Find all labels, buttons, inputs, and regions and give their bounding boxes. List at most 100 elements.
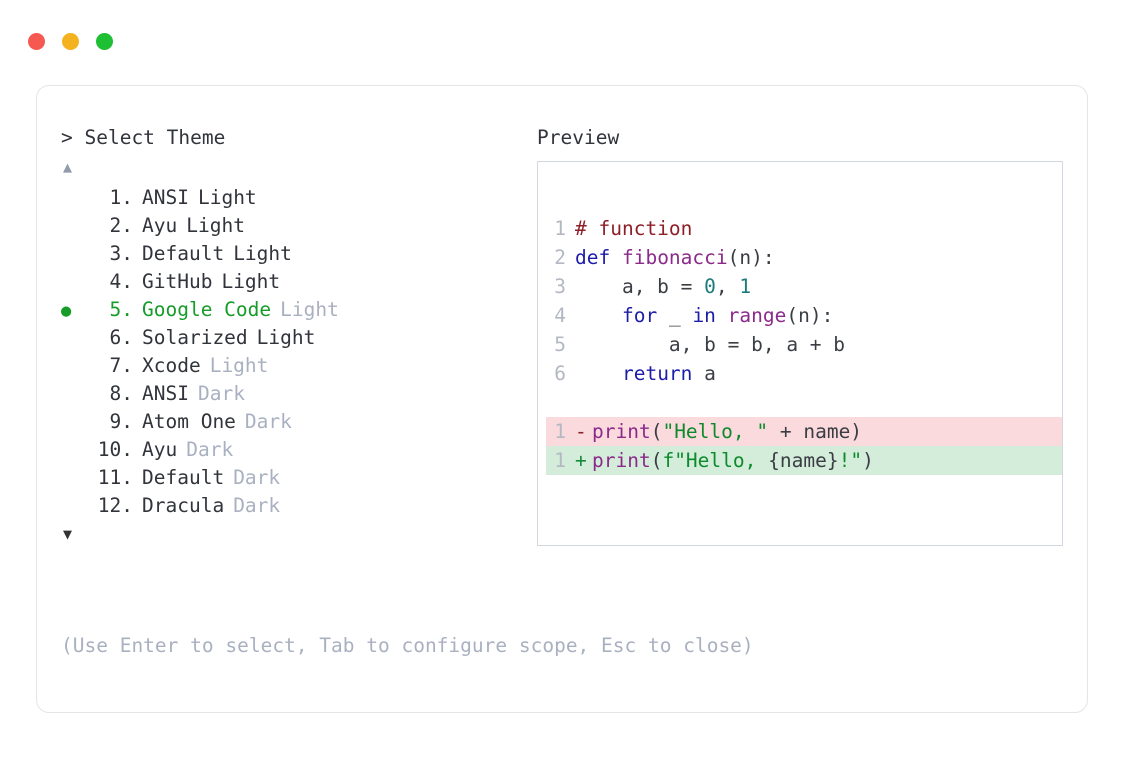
theme-item-index: 2.	[109, 214, 133, 237]
theme-list-item[interactable]: ● 2. Ayu Light	[61, 212, 531, 240]
code-token-plain	[716, 304, 728, 327]
theme-item-variant: Light	[280, 298, 339, 321]
selected-bullet-icon: ●	[61, 301, 72, 321]
theme-item-variant: Dark	[197, 382, 245, 405]
code-token-keyword: in	[692, 304, 716, 327]
bullet-placeholder: ●	[61, 493, 87, 521]
preview-header: Preview	[537, 126, 620, 149]
code-token-punct: (n):	[727, 246, 775, 269]
code-token-string: f"Hello,	[662, 449, 769, 472]
code-line-number: 6	[554, 362, 566, 385]
code-token-number: 1	[739, 275, 752, 298]
theme-item-name: ANSI	[142, 186, 189, 209]
code-token-number: 0	[704, 275, 716, 298]
theme-item-index: 11.	[97, 466, 133, 489]
theme-item-index: 12.	[97, 494, 133, 517]
code-token-plain	[575, 362, 622, 385]
theme-item-name: Google Code	[142, 298, 272, 321]
bullet-placeholder: ●	[61, 185, 87, 213]
code-token-func: print	[592, 420, 651, 443]
theme-item-variant: Dark	[244, 410, 292, 433]
code-line-number: 3	[554, 275, 566, 298]
code-line-text: a, b = 0, 1	[575, 272, 751, 301]
theme-item-name: Default	[142, 466, 225, 489]
code-line-text: def fibonacci(n):	[575, 243, 775, 272]
diff-line-text: print(f"Hello, {name}!")	[592, 446, 874, 475]
theme-item-variant: Light	[233, 242, 292, 265]
code-token-punct: )	[862, 449, 874, 472]
theme-item-index: 10.	[97, 438, 133, 461]
theme-item-index: 4.	[109, 270, 133, 293]
code-line-text: for _ in range(n):	[575, 301, 833, 330]
code-token-func: range	[727, 304, 787, 327]
bullet-placeholder: ●	[61, 465, 87, 493]
scroll-up-icon[interactable]: ▲	[63, 158, 73, 176]
code-token-keyword: return	[621, 362, 693, 385]
card-columns: > Select Theme ▲ ●1.ANSILight●2.AyuLight…	[37, 86, 1087, 712]
bullet-placeholder: ●	[61, 353, 87, 381]
theme-item-name: Default	[142, 242, 225, 265]
diff-line-number: 1	[554, 420, 566, 443]
code-line-text: a, b = b, a + b	[575, 330, 845, 359]
code-token-func: print	[592, 449, 651, 472]
code-token-plain	[575, 304, 622, 327]
code-token-plain: {name}	[768, 449, 839, 472]
theme-item-name: Dracula	[142, 494, 225, 517]
code-line: 3 a, b = 0, 1	[546, 272, 1062, 301]
diff-sign: +	[575, 449, 587, 472]
diff-line-text: print("Hello, " + name)	[592, 417, 862, 446]
bullet-placeholder: ●	[61, 213, 87, 241]
theme-item-variant: Light	[186, 214, 245, 237]
theme-list-item[interactable]: ● 5. Google Code Light	[61, 296, 531, 324]
code-token-plain: + name)	[768, 420, 863, 443]
theme-item-name: Atom One	[142, 410, 236, 433]
prompt-header: > Select Theme	[61, 126, 226, 149]
theme-item-index: 8.	[109, 382, 133, 405]
code-token-plain: _	[657, 304, 693, 327]
close-button[interactable]	[28, 33, 45, 50]
code-token-punct: (n):	[786, 304, 834, 327]
code-token-punct: (	[650, 420, 663, 443]
theme-item-name: Ayu	[142, 214, 178, 237]
code-token-plain: a	[692, 362, 716, 385]
minimize-button[interactable]	[62, 33, 79, 50]
theme-item-variant: Dark	[186, 438, 234, 461]
code-token-comment: # function	[575, 217, 693, 240]
code-line: 5 a, b = b, a + b	[546, 330, 1062, 359]
theme-item-index: 7.	[109, 354, 133, 377]
theme-item-variant: Light	[209, 354, 269, 377]
theme-item-index: 5.	[109, 298, 133, 321]
theme-selector-column: > Select Theme ▲ ●1.ANSILight●2.AyuLight…	[61, 124, 531, 545]
diff-line-del: 1-print("Hello, " + name)	[546, 417, 1062, 446]
code-token-plain: ,	[715, 275, 740, 298]
theme-item-name: Solarized	[142, 326, 248, 349]
bullet-placeholder: ●	[61, 269, 87, 297]
bullet-placeholder: ●	[61, 437, 87, 465]
theme-list: ●1.ANSILight●2.AyuLight●3.DefaultLight●4…	[61, 184, 531, 520]
code-line-number: 4	[554, 304, 566, 327]
theme-item-variant: Light	[256, 326, 316, 349]
diff-line-number: 1	[554, 449, 566, 472]
diff-lines: 1-print("Hello, " + name)1+print(f"Hello…	[546, 417, 1062, 475]
code-token-string: "Hello, "	[662, 420, 769, 443]
maximize-button[interactable]	[96, 33, 113, 50]
scroll-down-icon[interactable]: ▼	[63, 525, 73, 543]
bullet-placeholder: ●	[61, 325, 87, 353]
theme-item-variant: Light	[197, 186, 257, 209]
bullet-placeholder: ●	[61, 241, 87, 269]
